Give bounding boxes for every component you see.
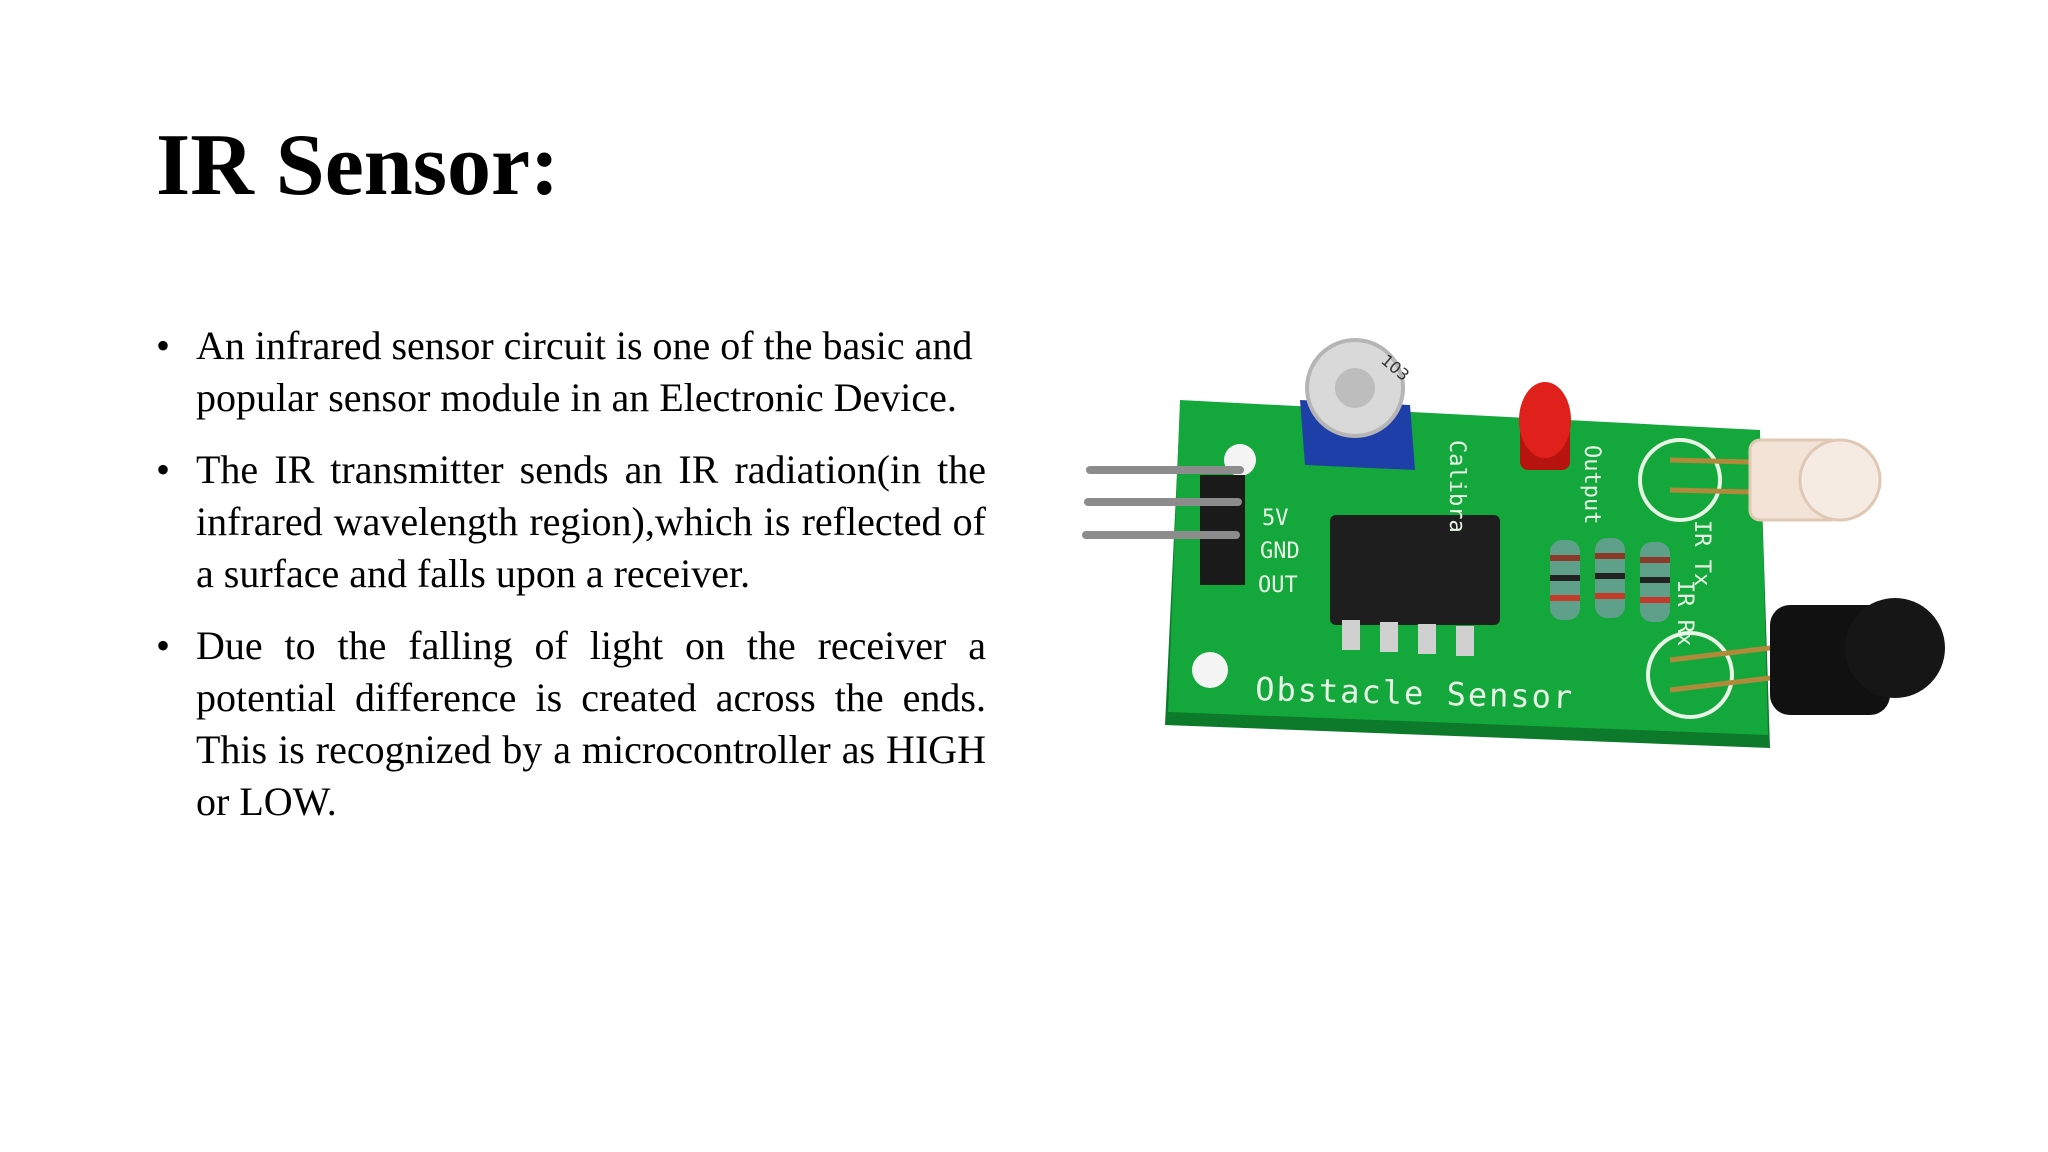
ir-sensor-photo: 5V GND OUT 103 Calibra Output IR Tx IR R… <box>1082 338 1945 748</box>
mounting-hole <box>1192 652 1228 688</box>
pin-label: 5V <box>1262 506 1289 531</box>
silkscreen-circle <box>1646 631 1734 719</box>
side-label: Output <box>1579 445 1604 524</box>
board-label: Obstacle Sensor <box>1255 670 1575 716</box>
side-label: Calibra <box>1444 440 1469 533</box>
slide-title: IR Sensor: <box>156 117 560 214</box>
pin-header <box>1200 475 1245 585</box>
potentiometer-knob-center <box>1335 368 1375 408</box>
ic-chip <box>1330 515 1500 625</box>
ic-pin <box>1342 620 1360 650</box>
pin-label: GND <box>1260 539 1300 564</box>
bullet-item: The IR transmitter sends an IR radiation… <box>156 444 986 600</box>
silkscreen-circle <box>1638 438 1722 522</box>
ir-transmitter-led <box>1669 438 1882 522</box>
bullet-list: An infrared sensor circuit is one of the… <box>156 320 986 848</box>
pin-label: OUT <box>1258 573 1298 598</box>
ir-receiver <box>1669 598 1945 715</box>
side-label: IR Tx <box>1689 520 1714 586</box>
led-red <box>1519 382 1571 458</box>
ic-pin <box>1456 626 1474 656</box>
bullet-item: Due to the falling of light on the recei… <box>156 620 986 828</box>
ic-pin <box>1418 624 1436 654</box>
ic-pin <box>1380 622 1398 652</box>
bullet-item: An infrared sensor circuit is one of the… <box>156 320 986 424</box>
resistor-group <box>1550 538 1670 622</box>
